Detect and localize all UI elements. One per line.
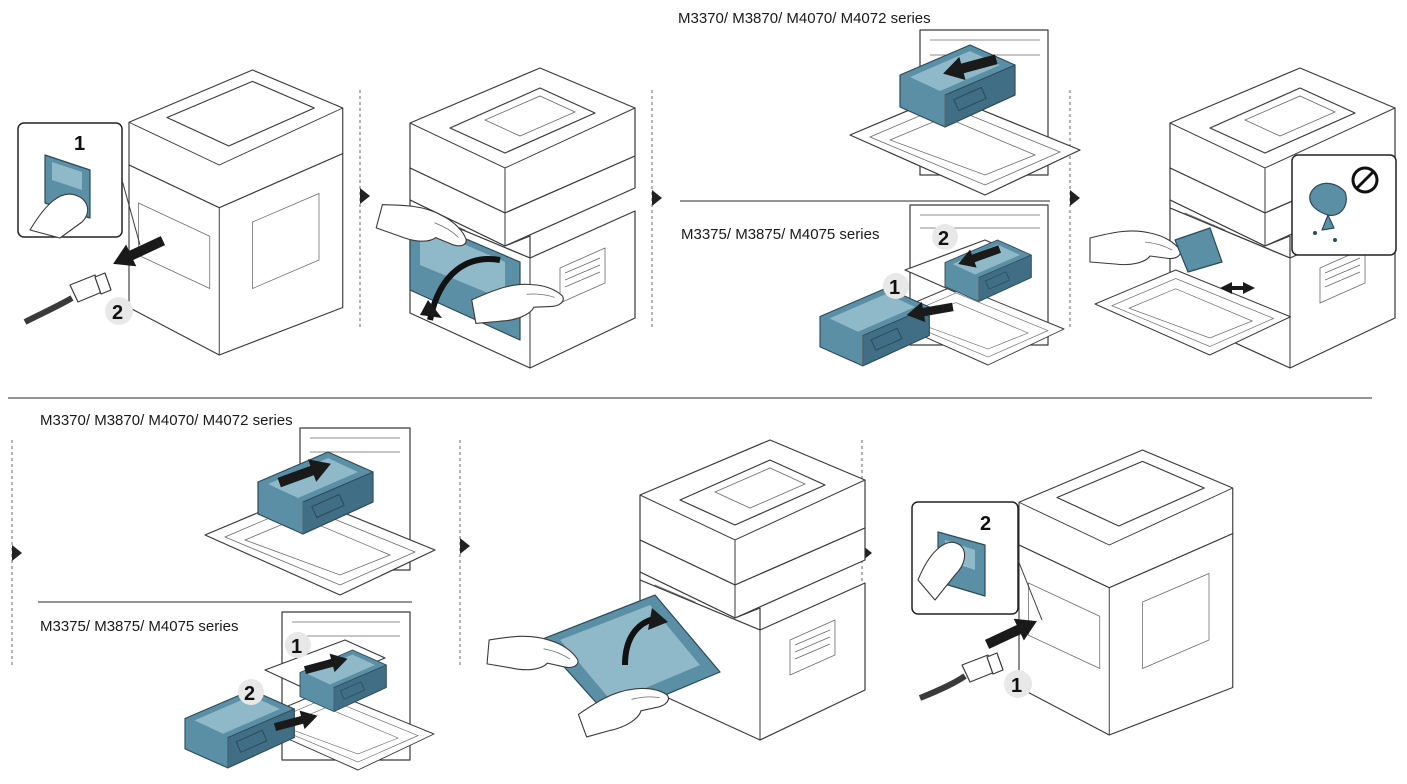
series-label-bottom-a: M3370/ M3870/ M4070/ M4072 series (40, 412, 293, 429)
hand-icon (29, 193, 89, 239)
step-remove-toner-b-panel: 2 1 (819, 204, 1065, 367)
step-number: 1 (291, 636, 302, 658)
step-clean-panel (1089, 67, 1397, 369)
step-arrow-icon (1070, 190, 1080, 206)
step-open-cover-panel (374, 67, 636, 369)
hand-icon (917, 541, 966, 601)
step-number: 1 (74, 133, 85, 155)
power-cord-icon (23, 272, 112, 325)
step-arrow-icon (12, 545, 22, 561)
no-wet-cloth-icon (1309, 166, 1379, 242)
step-arrow-icon (460, 538, 470, 554)
step-number: 2 (112, 302, 123, 324)
step-insert-toner-b-panel: 1 2 (184, 611, 435, 771)
cloth-icon (1174, 227, 1223, 273)
step-number: 1 (889, 277, 900, 299)
step-close-cover-panel (486, 439, 866, 741)
step-number: 1 (1011, 675, 1022, 697)
step-arrow-icon (360, 188, 370, 204)
step-remove-toner-a-panel (849, 29, 1081, 196)
step-number: 2 (938, 228, 949, 250)
series-label-bottom-b: M3375/ M3875/ M4075 series (40, 618, 239, 635)
step-unplug-panel: 1 2 (17, 69, 344, 356)
step-plug-in-panel: 2 1 (911, 449, 1234, 736)
series-label-top-b: M3375/ M3875/ M4075 series (681, 226, 880, 243)
step-insert-toner-a-panel (204, 427, 436, 596)
step-number: 2 (980, 513, 991, 535)
series-label-top-a: M3370/ M3870/ M4070/ M4072 series (678, 10, 931, 27)
power-cord-icon (918, 652, 1004, 701)
step-number: 2 (244, 683, 255, 705)
step-arrow-icon (652, 190, 662, 206)
